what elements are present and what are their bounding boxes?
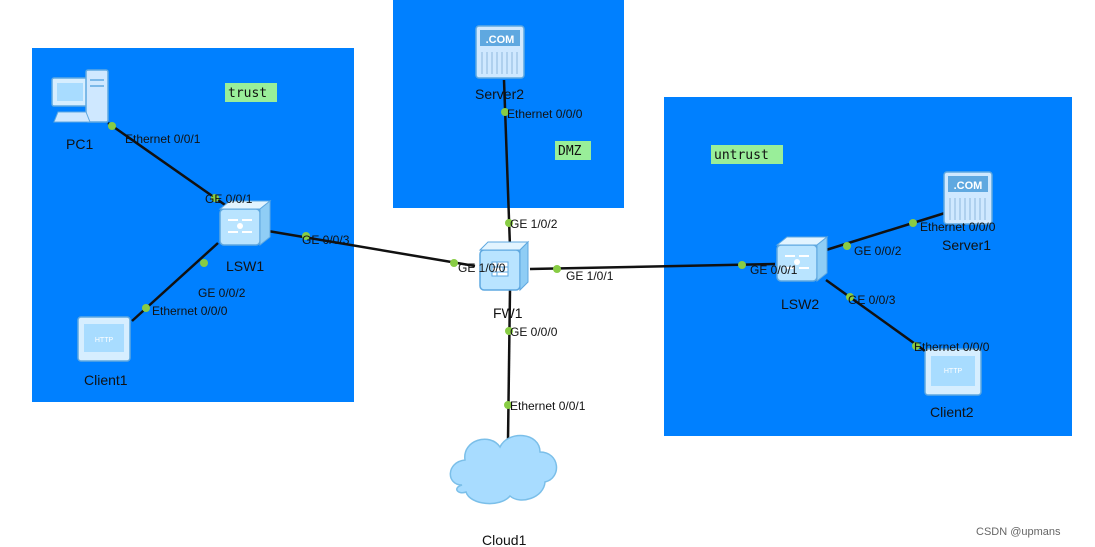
port-dot (909, 219, 917, 227)
port-label: GE 0/0/3 (302, 233, 350, 247)
port-dot (505, 327, 513, 335)
port-dot (501, 108, 509, 116)
port-label: GE 0/0/0 (510, 325, 558, 339)
port-dot (302, 232, 310, 240)
port-dot (846, 293, 854, 301)
link-lsw2-client2 (825, 278, 926, 353)
port-label: GE 0/0/1 (750, 263, 798, 277)
link-lsw1-fw1 (261, 228, 476, 268)
server1-badge: .COM (954, 180, 983, 192)
link-fw1-lsw2 (529, 262, 776, 271)
switch-icon[interactable] (218, 199, 272, 247)
lsw2-label: LSW2 (781, 296, 819, 312)
port-label: Ethernet 0/0/0 (507, 107, 583, 121)
fw1-label: FW1 (493, 305, 523, 321)
port-dot (211, 194, 219, 202)
port-dot (912, 342, 920, 350)
cloud-icon[interactable] (449, 434, 558, 505)
port-label: Ethernet 0/0/0 (152, 304, 228, 318)
port-label: Ethernet 0/0/0 (920, 220, 996, 234)
pc-icon[interactable] (51, 69, 109, 123)
client2-label: Client2 (930, 404, 974, 420)
link-pc1-lsw1 (107, 121, 229, 209)
server2-label: Server2 (475, 86, 524, 102)
svg-text:untrust: untrust (714, 148, 769, 163)
port-label: GE 1/0/1 (566, 269, 614, 283)
client-icon[interactable]: HTTP (77, 316, 131, 362)
switch-icon[interactable] (775, 235, 829, 283)
port-label: GE 1/0/0 (458, 261, 506, 275)
link-fw1-cloud1 (506, 289, 512, 441)
port-label: GE 0/0/1 (205, 192, 253, 206)
port-dot (200, 259, 208, 267)
pc1-label: PC1 (66, 136, 93, 152)
port-dot (450, 259, 458, 267)
port-label: GE 0/0/3 (848, 293, 896, 307)
port-label: GE 0/0/2 (854, 244, 902, 258)
untrust-zone-tag: untrust (711, 145, 783, 164)
watermark: CSDN @upmans (976, 526, 1061, 538)
client-icon[interactable]: HTTP (924, 348, 982, 396)
port-label: Ethernet 0/0/1 (125, 132, 201, 146)
port-label: Ethernet 0/0/0 (914, 340, 990, 354)
port-dot (553, 265, 561, 273)
port-dot (843, 242, 851, 250)
cloud1-label: Cloud1 (482, 532, 527, 547)
server1-label: Server1 (942, 237, 991, 253)
port-label: Ethernet 0/0/1 (510, 399, 586, 413)
server-icon[interactable]: .COM (943, 171, 993, 225)
trust-zone-tag: trust (225, 83, 277, 102)
dmz-zone-tag: DMZ (555, 141, 591, 160)
port-dot (108, 122, 116, 130)
port-dot (738, 261, 746, 269)
port-dot (505, 219, 513, 227)
client1-label: Client1 (84, 372, 128, 388)
firewall-icon[interactable] (478, 240, 530, 292)
client2-badge: HTTP (944, 368, 963, 375)
server2-badge: .COM (486, 34, 515, 46)
port-label: GE 0/0/2 (198, 286, 246, 300)
port-dot (142, 304, 150, 312)
server-icon[interactable]: .COM (475, 25, 525, 79)
svg-text:trust: trust (228, 86, 267, 101)
svg-text:DMZ: DMZ (558, 144, 582, 159)
client1-badge: HTTP (95, 337, 114, 344)
port-label: GE 1/0/2 (510, 217, 558, 231)
lsw1-label: LSW1 (226, 258, 264, 274)
port-dot (504, 401, 512, 409)
